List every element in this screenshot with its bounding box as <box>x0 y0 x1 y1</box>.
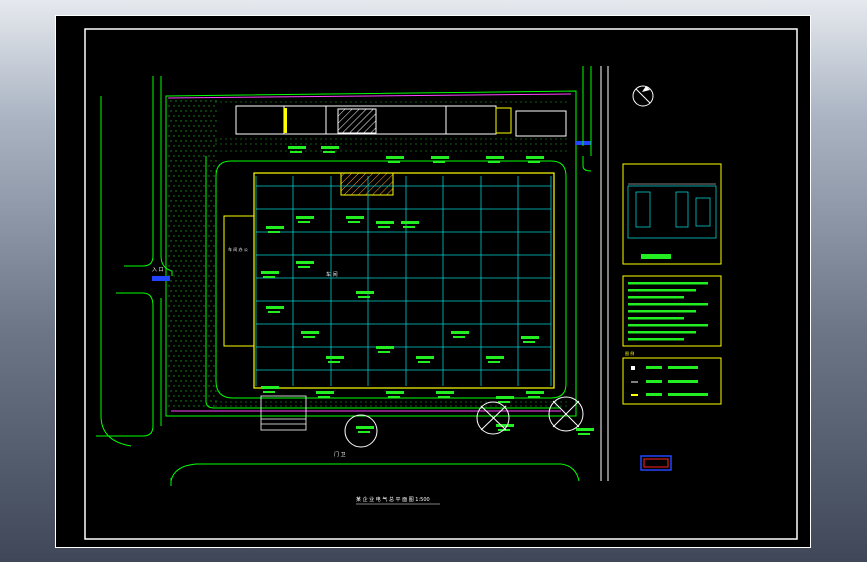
annotation-tag <box>496 396 514 399</box>
annotation-tag <box>451 331 469 334</box>
annotation-tag <box>261 271 279 274</box>
annotation-tag-sub <box>453 336 465 338</box>
annotation-tag <box>346 216 364 219</box>
left-note-block <box>260 395 307 431</box>
annotation-tag-sub <box>303 336 315 338</box>
annotation-tag <box>356 291 374 294</box>
annotation-tag <box>386 391 404 394</box>
annotation-tag-sub <box>268 311 280 313</box>
annotation-tag <box>431 156 449 159</box>
annotation-tag-sub <box>263 391 275 393</box>
annotation-tag <box>261 386 279 389</box>
legend-panel: 图 例 <box>622 350 722 405</box>
annotation-tag <box>486 356 504 359</box>
annotation-tag-sub <box>378 351 390 353</box>
drawing-sheet: 入 口 门 卫 车 间 办 公 车 间 道 路 某 企 业 电 气 总 平 面 … <box>55 15 811 548</box>
annotation-tag-sub <box>528 161 540 163</box>
title-stamp-icon <box>640 455 672 471</box>
inner-frame <box>84 28 798 540</box>
annotation-tag-sub <box>388 161 400 163</box>
annotation-tag-sub <box>388 396 400 398</box>
annotation-tag-sub <box>433 161 445 163</box>
annotation-tag-sub <box>578 433 590 435</box>
annotation-tag-sub <box>498 401 510 403</box>
main-building <box>223 172 555 389</box>
annotation-tag-sub <box>263 276 275 278</box>
roads-left <box>96 76 173 447</box>
annotation-tag-sub <box>323 151 335 153</box>
annotation-tag <box>316 391 334 394</box>
north-arrow-icon <box>632 85 654 107</box>
detail-panel <box>622 163 722 265</box>
annotation-tag-sub <box>488 161 500 163</box>
annotation-tag-sub <box>418 361 430 363</box>
annotation-tag-sub <box>298 266 310 268</box>
landscape-dots <box>168 100 567 407</box>
annotation-tag <box>326 356 344 359</box>
annotation-tag <box>301 331 319 334</box>
area-label: 车 间 <box>326 271 338 278</box>
annotation-tag <box>266 306 284 309</box>
roads-right <box>582 66 592 172</box>
annotation-tag-sub <box>358 296 370 298</box>
annotation-tag <box>486 156 504 159</box>
annotation-tag <box>376 221 394 224</box>
annotation-tag <box>356 426 374 429</box>
annotation-tag-sub <box>523 341 535 343</box>
annotation-tag-sub <box>403 226 415 228</box>
annotation-tag-sub <box>528 396 540 398</box>
annotation-tag <box>296 216 314 219</box>
top-buildings <box>235 105 567 137</box>
annotation-tag-sub <box>488 361 500 363</box>
internal-road <box>205 156 577 411</box>
annotation-tag-sub <box>358 431 370 433</box>
gate-circles <box>344 396 584 448</box>
annotation-tag <box>416 356 434 359</box>
annotation-tag <box>496 424 514 427</box>
annotation-tag-sub <box>298 221 310 223</box>
annotation-tags <box>261 146 594 435</box>
annotation-tag <box>321 146 339 149</box>
annotation-tag-sub <box>328 361 340 363</box>
annotation-tag <box>266 226 284 229</box>
annotation-tag-sub <box>378 226 390 228</box>
annotation-tag <box>376 346 394 349</box>
cad-drawing: 入 口 门 卫 车 间 办 公 车 间 道 路 某 企 业 电 气 总 平 面 … <box>84 28 798 540</box>
annotation-tag <box>576 428 594 431</box>
annotation-tag <box>436 391 454 394</box>
bottom-road <box>170 463 580 486</box>
annotation-tag <box>526 156 544 159</box>
side-building-label: 车 间 办 公 <box>228 246 248 252</box>
legend-title: 图 例 <box>625 350 634 356</box>
site-boundary-magenta <box>167 93 572 99</box>
annotation-tag-sub <box>290 151 302 153</box>
site-boundary <box>165 90 577 417</box>
annotation-tag-sub <box>438 396 450 398</box>
annotation-tag <box>526 391 544 394</box>
annotation-tag-sub <box>348 221 360 223</box>
annotation-tag <box>521 336 539 339</box>
annotation-tag <box>386 156 404 159</box>
gate-label: 门 卫 <box>334 451 346 458</box>
entrance-label: 入 口 <box>152 267 164 273</box>
annotation-tag-sub <box>318 396 330 398</box>
entrance-markers <box>152 141 591 281</box>
annotation-tag <box>401 221 419 224</box>
notes-panel <box>622 275 722 347</box>
annotation-tag <box>296 261 314 264</box>
annotation-tag-sub <box>268 231 280 233</box>
drawing-title: 某 企 业 电 气 总 平 面 图 1:500 <box>356 496 430 503</box>
annotation-tag <box>288 146 306 149</box>
